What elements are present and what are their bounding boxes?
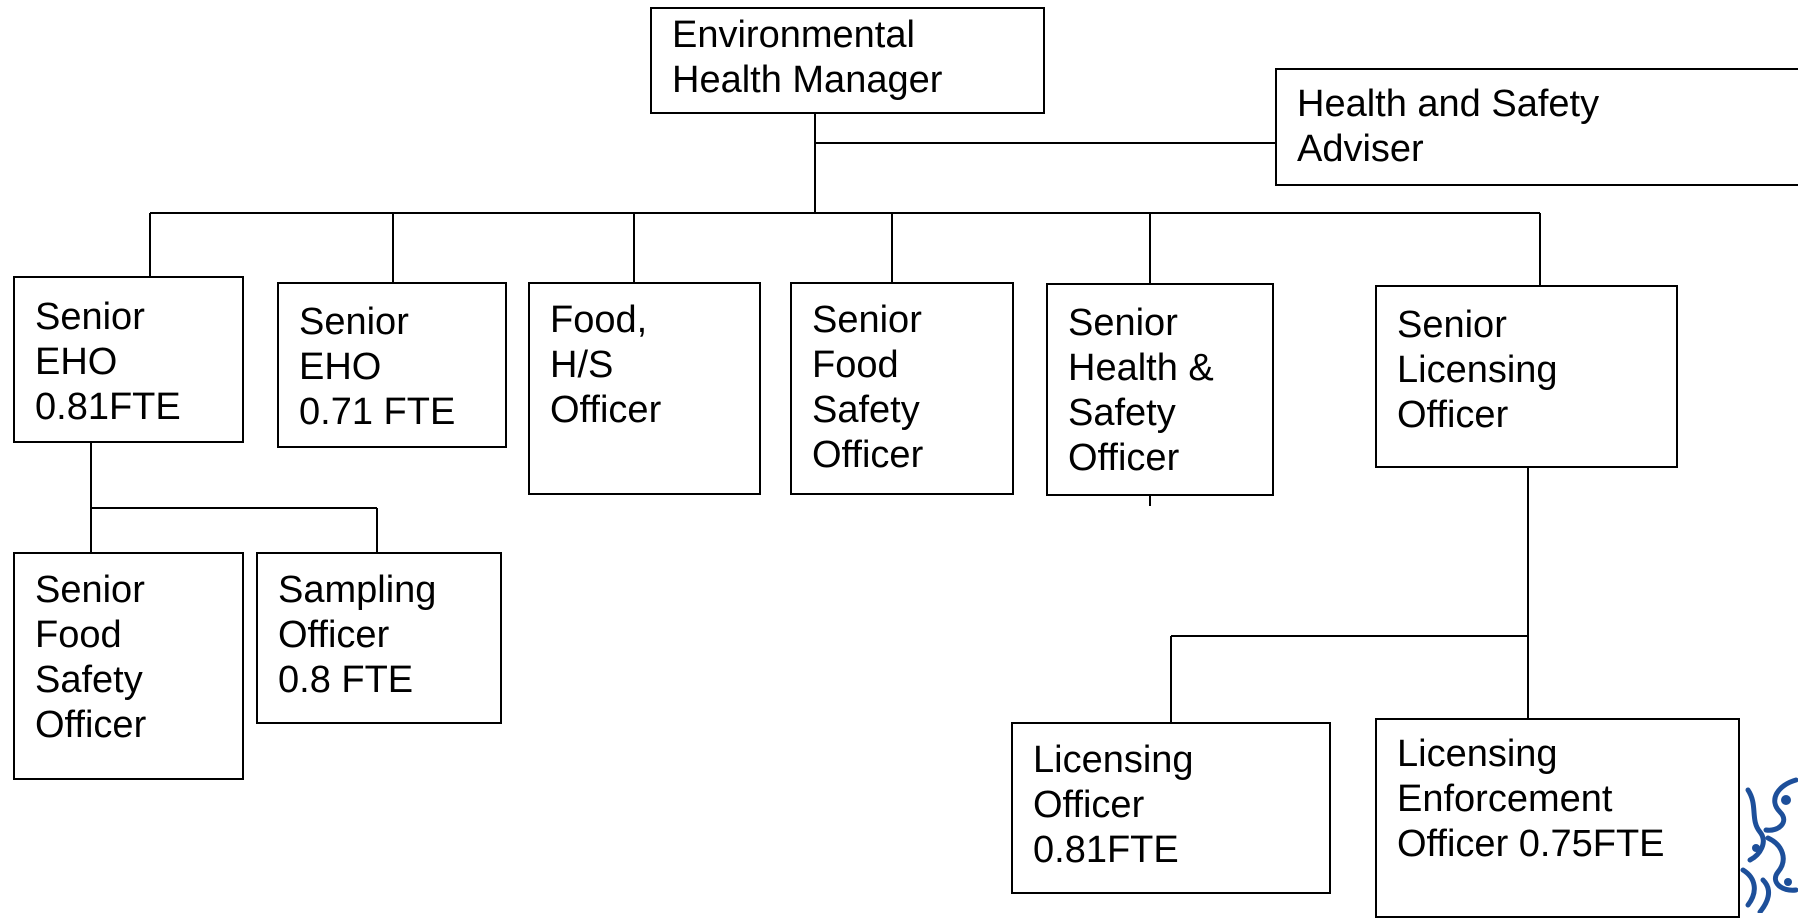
node-environmental-health-manager: Environmental Health Manager [650,7,1045,114]
council-crest-icon [1740,777,1798,913]
node-health-and-safety-adviser: Health and Safety Adviser [1275,68,1798,186]
node-senior-eho-071: Senior EHO 0.71 FTE [277,282,507,448]
node-senior-food-safety-officer-2: Senior Food Safety Officer [13,552,244,780]
node-senior-eho-081: Senior EHO 0.81FTE [13,276,244,443]
node-licensing-enforcement-officer: Licensing Enforcement Officer 0.75FTE [1375,718,1740,918]
node-senior-health-safety-officer: Senior Health & Safety Officer [1046,283,1274,496]
node-food-hs-officer: Food, H/S Officer [528,282,761,495]
node-licensing-officer: Licensing Officer 0.81FTE [1011,722,1331,894]
node-senior-licensing-officer: Senior Licensing Officer [1375,285,1678,468]
node-senior-food-safety-officer: Senior Food Safety Officer [790,282,1014,495]
node-sampling-officer: Sampling Officer 0.8 FTE [256,552,502,724]
